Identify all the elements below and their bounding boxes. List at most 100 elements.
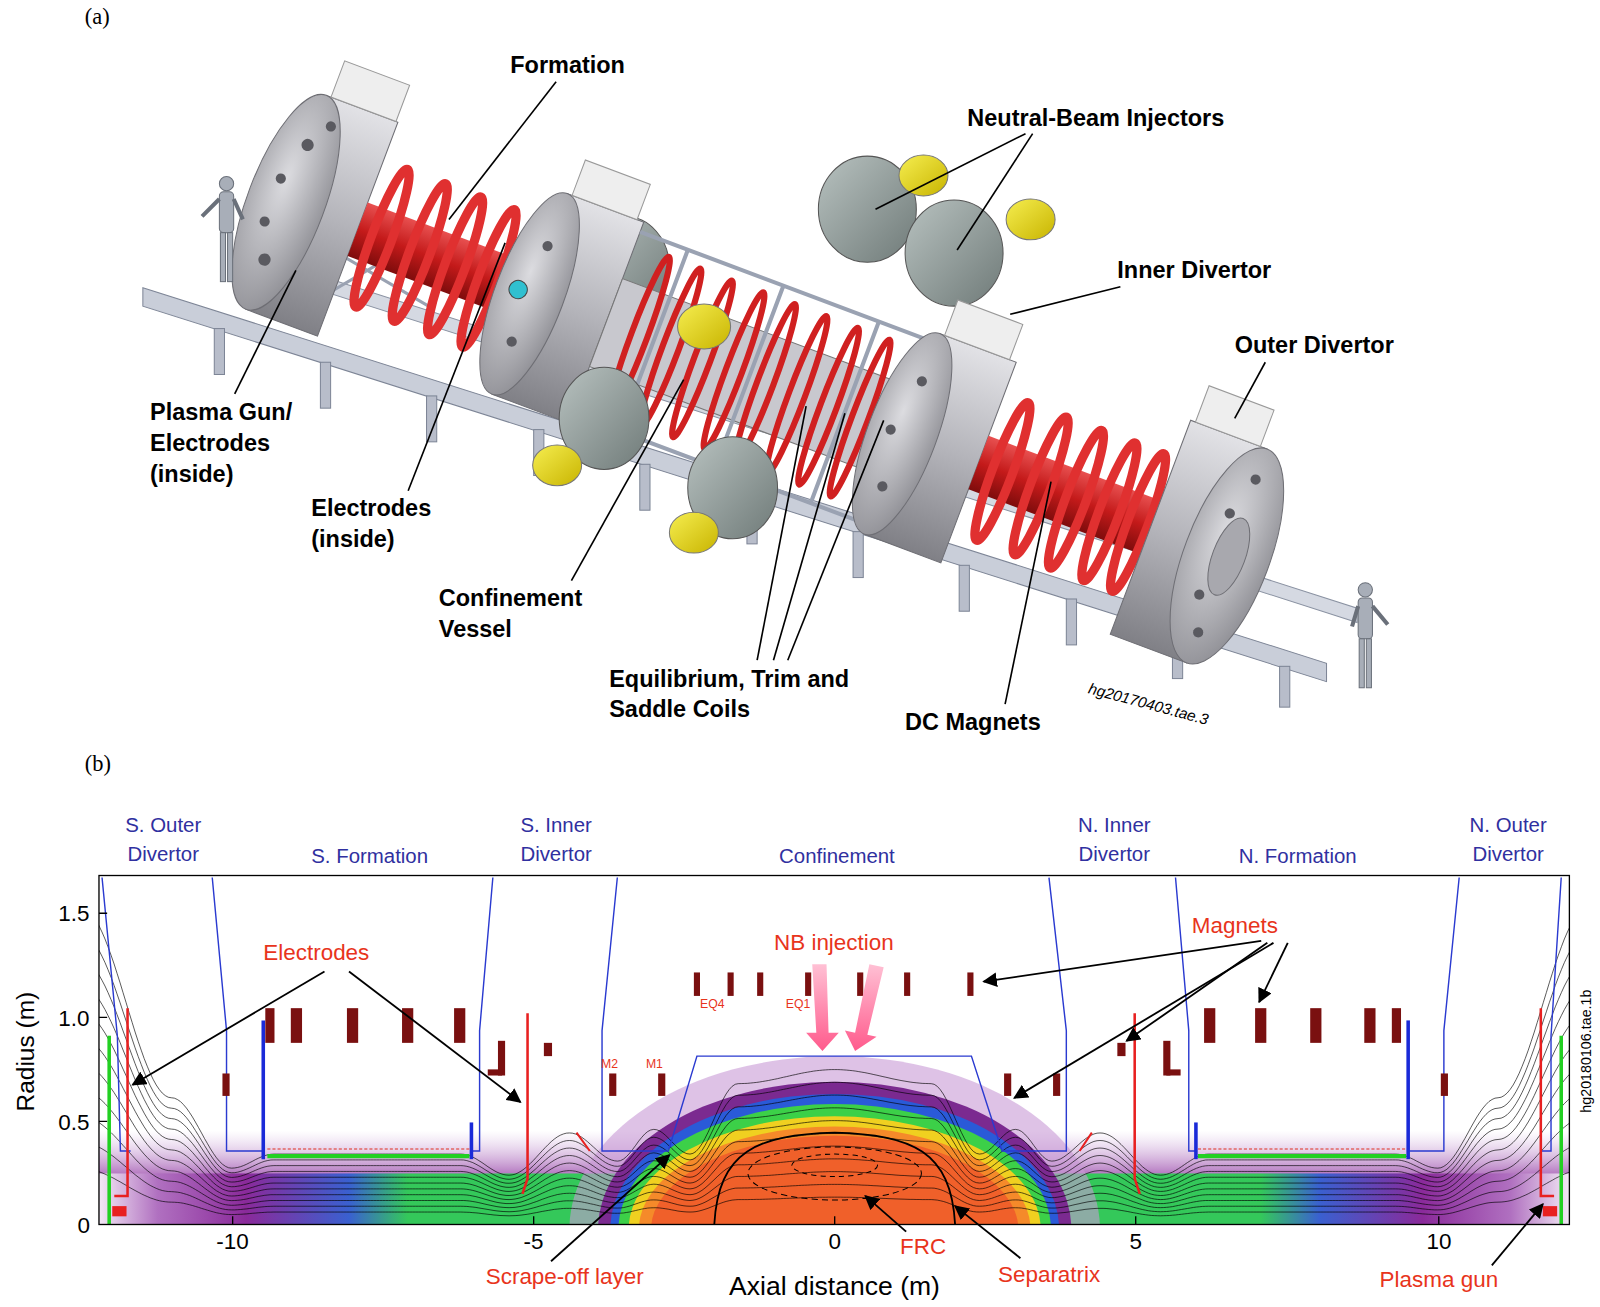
electrode — [1198, 1148, 1406, 1149]
leader-line — [1005, 482, 1051, 704]
flux-line — [99, 1038, 1569, 1195]
nb-injection-arrow — [845, 964, 884, 1051]
axis-tick: 1.5 — [58, 900, 89, 929]
human-figure — [202, 177, 1388, 688]
vessel-wall — [471, 878, 492, 1151]
magnet-coil — [488, 1069, 502, 1075]
leader-line — [876, 134, 1026, 210]
axis-tick: 10 — [1427, 1228, 1452, 1257]
formation-wall — [470, 1122, 474, 1159]
part-label: DC Magnets — [905, 707, 1041, 738]
axis-tick: 1.0 — [58, 1004, 89, 1033]
flux-line — [99, 960, 1569, 1183]
magnet-coil — [757, 972, 763, 995]
machine-body — [459, 181, 599, 406]
axis-tick: 0.5 — [58, 1108, 89, 1137]
leader-line — [788, 420, 884, 660]
magnet-coil — [291, 1008, 302, 1043]
axis-title: Radius (m) — [9, 991, 41, 1111]
machine-body — [876, 480, 889, 493]
magnet-coil — [1004, 1073, 1011, 1095]
part-label: Inner Divertor — [1117, 255, 1271, 286]
callout-label: FRC — [900, 1233, 946, 1262]
magnet-coil — [347, 1008, 358, 1043]
section-name: S. Formation — [311, 843, 428, 870]
support-frame — [1066, 599, 1076, 645]
flux-line — [99, 908, 1569, 1176]
axis-frame — [99, 876, 1569, 1225]
callout-label: Plasma gun — [1380, 1265, 1499, 1294]
flux-lines — [99, 908, 1569, 1216]
vessel-wall — [602, 878, 1066, 1151]
part-label: Confinement Vessel — [439, 584, 618, 645]
machine-body — [915, 375, 928, 388]
plasma-profile — [569, 1056, 1100, 1224]
machine-body — [1192, 626, 1205, 639]
machine-body — [1147, 434, 1308, 678]
magnet-coil — [694, 972, 700, 995]
part-label: Neutral-Beam Injectors — [967, 103, 1224, 134]
leader-line — [235, 270, 296, 393]
electrode — [267, 1154, 469, 1158]
magnet-coil — [1310, 1008, 1321, 1043]
magnet-coil — [728, 972, 734, 995]
magnet-coil — [265, 1008, 274, 1043]
machine-body — [832, 321, 972, 546]
magnet-coil — [1053, 1073, 1060, 1095]
machine-body — [1249, 473, 1262, 486]
callout-label: Separatrix — [998, 1260, 1100, 1289]
callout-arrow — [1014, 943, 1273, 1098]
magnet-coil — [454, 1008, 465, 1043]
magnet-coil — [222, 1073, 229, 1095]
part-label: Electrodes (inside) — [311, 494, 464, 555]
formation-wall — [1194, 1122, 1198, 1159]
machine-body — [324, 120, 337, 133]
plasma-profile — [99, 908, 1569, 1225]
leader-line — [1235, 362, 1266, 418]
vessel-wall — [1541, 878, 1561, 1151]
section-name: N. Outer Divertor — [1449, 810, 1566, 869]
human-figure — [228, 233, 233, 282]
formation-wall — [261, 1020, 265, 1159]
flux-line — [99, 986, 1569, 1188]
electrode — [112, 1206, 126, 1216]
plasma-profile — [629, 1116, 1041, 1224]
figure-id: hg20170403.tae.3 — [1086, 678, 1210, 729]
axis-frame — [99, 876, 1569, 1225]
axis-tick: 0 — [829, 1228, 842, 1257]
coil-name: EQ4 — [700, 997, 725, 1013]
leader-line — [408, 243, 505, 491]
axis-frame — [99, 913, 1439, 1224]
electrode — [577, 1133, 1092, 1151]
machine-body — [945, 300, 1023, 360]
flux-line — [99, 1012, 1569, 1191]
leader-line — [571, 380, 683, 581]
support-frame — [853, 532, 863, 578]
callout-label: NB injection — [774, 929, 894, 958]
coil-name: EQ1 — [786, 997, 811, 1013]
machine-body — [210, 82, 363, 323]
leader-line — [235, 82, 1266, 704]
figure-id: hg20180106.tae.1b — [1576, 990, 1595, 1113]
electrode — [1198, 1154, 1406, 1158]
axis-tick: -5 — [523, 1228, 543, 1257]
machine-body — [1193, 588, 1206, 601]
nb-injector-front — [533, 304, 778, 553]
section-name: N. Formation — [1239, 843, 1357, 870]
magnet-coil — [1364, 1008, 1375, 1043]
leader-line — [449, 82, 556, 220]
human-figure — [1359, 639, 1364, 688]
human-figure — [1358, 598, 1372, 639]
magnet-coil — [1441, 1073, 1448, 1095]
machine-body — [884, 423, 897, 436]
callout-arrow — [133, 941, 1543, 1265]
machine-body — [258, 215, 271, 228]
human-figure — [219, 177, 233, 191]
axis-title: Axial distance (m) — [729, 1269, 940, 1303]
vessel-wall — [212, 878, 263, 1151]
nb-injector-back — [905, 200, 1003, 306]
magnet-coil — [1204, 1008, 1215, 1043]
vessel-wall — [102, 878, 1561, 1151]
electrode — [1559, 1036, 1563, 1225]
nb-injector-front — [678, 304, 731, 349]
